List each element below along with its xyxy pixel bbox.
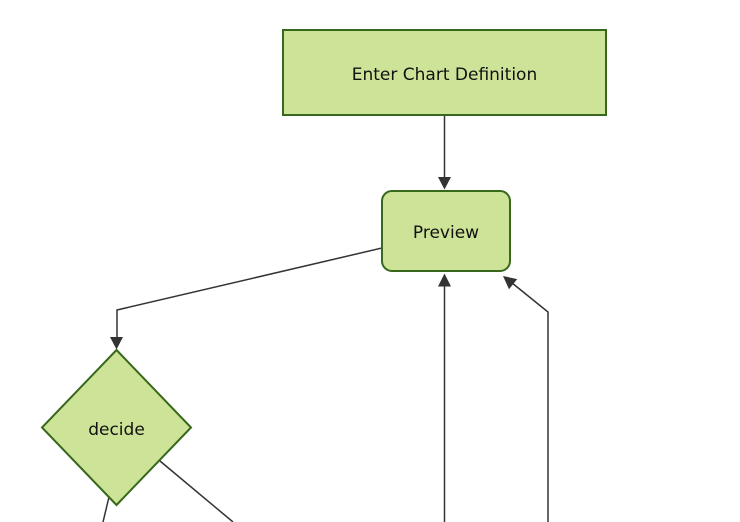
edge-line bbox=[102, 496, 110, 522]
diamond-shape bbox=[40, 348, 193, 507]
rectangle-shape bbox=[282, 29, 607, 116]
node-label: Preview bbox=[413, 223, 479, 243]
edge-line bbox=[159, 460, 234, 522]
arrowhead-up-icon bbox=[438, 273, 451, 287]
node-label: decide bbox=[88, 420, 145, 440]
edge-preview-to-decide bbox=[110, 247, 383, 350]
edge-line bbox=[508, 279, 549, 522]
edge-decide-to-offscreen-left bbox=[102, 496, 110, 522]
arrowhead-down-icon bbox=[438, 177, 451, 190]
node-decide: decide bbox=[40, 348, 193, 507]
edge-decide-to-offscreen-right bbox=[159, 460, 234, 522]
node-preview: Preview bbox=[381, 190, 511, 272]
arrowhead-up-left-icon bbox=[503, 276, 518, 290]
rounded-rectangle-shape bbox=[381, 190, 511, 272]
arrowhead-down-icon bbox=[110, 337, 123, 350]
edge-line bbox=[116, 247, 383, 338]
edge-enter-to-preview bbox=[438, 115, 451, 190]
edge-offscreen-to-preview-bottom bbox=[438, 273, 451, 522]
edge-offscreen-to-preview-corner bbox=[503, 276, 549, 522]
node-enter-chart-definition: Enter Chart Definition bbox=[282, 29, 607, 116]
node-label: Enter Chart Definition bbox=[352, 65, 537, 85]
